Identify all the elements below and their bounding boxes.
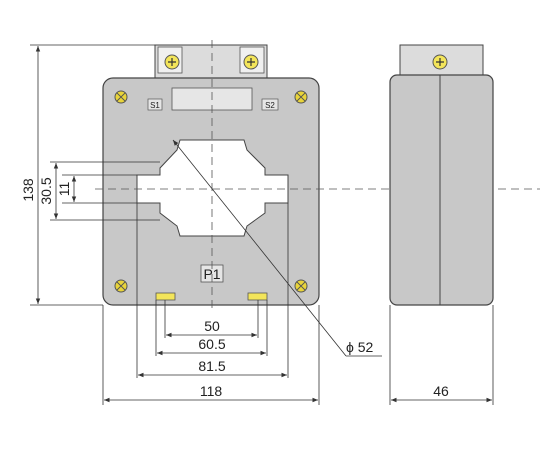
terminal-label-s1: S1 <box>150 101 160 110</box>
terminal-label-s2: S2 <box>265 101 275 110</box>
dim-slot-outer-label: 30.5 <box>38 177 54 204</box>
dim-50-label: 50 <box>204 318 220 334</box>
dim-81-5-label: 81.5 <box>198 358 225 374</box>
corner-screw-icon <box>114 279 128 293</box>
dim-60-5-label: 60.5 <box>198 336 225 352</box>
dim-depth-label: 46 <box>433 383 449 399</box>
dimension-lines <box>30 44 494 405</box>
dim-slot-inner-label: 11 <box>56 182 72 197</box>
bus-bar-aperture <box>136 139 289 237</box>
dim-width-label: 118 <box>200 383 223 399</box>
dim-height-label: 138 <box>20 178 36 202</box>
side-view <box>389 44 494 306</box>
corner-screw-icon <box>294 279 308 293</box>
front-view: S1 S2 P1 <box>95 40 540 310</box>
mounting-clip-left <box>155 292 176 301</box>
corner-screw-icon <box>294 90 308 104</box>
dim-bore-diameter-label: ϕ 52 <box>346 339 374 355</box>
mounting-clip-right <box>247 292 268 301</box>
corner-screw-icon <box>114 90 128 104</box>
side-body <box>389 74 494 306</box>
